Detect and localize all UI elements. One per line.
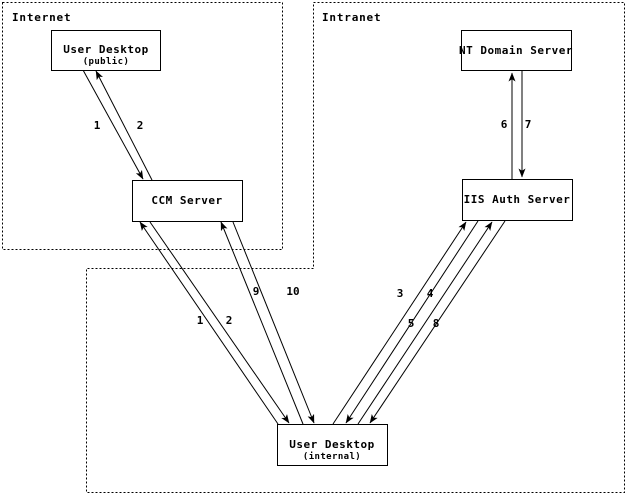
ccm-server-box: [132, 180, 243, 222]
user-desktop-public-sublabel: (public): [83, 56, 130, 67]
edge-step4-iis-to-internal: [345, 220, 479, 424]
nt-domain-server-box: [461, 30, 572, 71]
edge-label-1-public: 1: [94, 119, 101, 132]
user-desktop-internal-sublabel: (internal): [303, 451, 361, 462]
edge-step2-ccm-to-public: [95, 70, 153, 181]
intranet-region-outline: [86, 2, 625, 493]
edge-label-5: 5: [408, 317, 415, 330]
edge-step5-internal-to-iis: [357, 221, 493, 425]
edge-label-7: 7: [525, 118, 532, 131]
edge-label-10: 10: [286, 285, 299, 298]
edge-step10-ccm-to-internal: [232, 221, 315, 424]
edge-step3-internal-to-iis: [332, 221, 467, 425]
edge-label-2-public: 2: [137, 119, 144, 132]
edge-step1-internal-to-ccm: [139, 221, 279, 425]
edge-label-1-internal: 1: [197, 314, 204, 327]
edge-label-6: 6: [501, 118, 508, 131]
nt-domain-server-label: NT Domain Server: [459, 44, 573, 57]
edge-label-8: 8: [433, 317, 440, 330]
user-desktop-internal-label: User Desktop: [289, 438, 374, 451]
edge-step2-ccm-to-internal: [149, 221, 290, 424]
user-desktop-public-label: User Desktop: [63, 43, 148, 56]
edge-label-4: 4: [427, 287, 434, 300]
user-desktop-public-box: [51, 30, 161, 71]
user-desktop-internal-box: [277, 424, 388, 466]
iis-auth-server-label: IIS Auth Server: [464, 193, 571, 206]
node-user-desktop-public: User Desktop (public): [51, 30, 161, 71]
edge-label-2-internal: 2: [226, 314, 233, 327]
iis-auth-server-box: [462, 179, 573, 221]
node-user-desktop-internal: User Desktop (internal): [277, 424, 388, 466]
ccm-server-label: CCM Server: [151, 194, 222, 207]
edge-step8-iis-to-internal: [369, 220, 506, 424]
internet-region-outline: [2, 2, 283, 250]
edge-label-9: 9: [253, 285, 260, 298]
node-ccm-server: CCM Server: [132, 180, 243, 222]
internet-region-label: Internet: [12, 11, 71, 24]
edge-label-3: 3: [397, 287, 404, 300]
node-iis-auth-server: IIS Auth Server: [462, 179, 573, 221]
intranet-region-label: Intranet: [322, 11, 381, 24]
node-nt-domain-server: NT Domain Server: [459, 30, 573, 71]
edge-step9-internal-to-ccm: [220, 221, 304, 425]
edge-step1-public-to-ccm: [82, 69, 144, 180]
